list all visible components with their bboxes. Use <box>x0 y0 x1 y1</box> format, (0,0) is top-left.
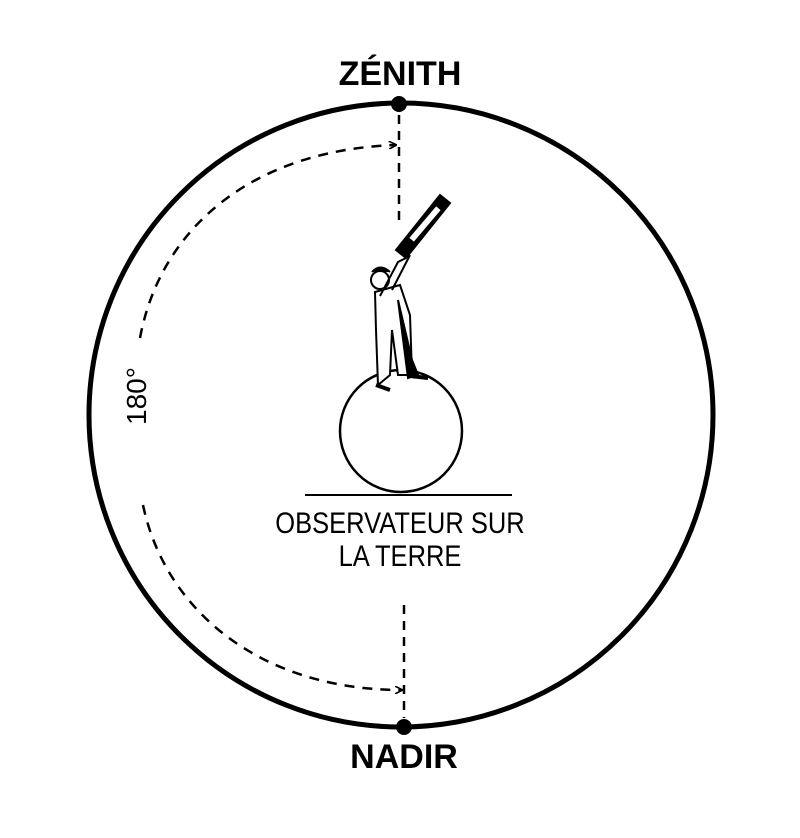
observer-with-telescope-icon <box>370 193 452 392</box>
earth <box>338 368 464 494</box>
observer-label-line1: OBSERVATEUR SUR <box>275 507 525 540</box>
nadir-label: NADIR <box>350 738 458 776</box>
zenith-label: ZÉNITH <box>338 55 462 93</box>
upper-arc-arrow <box>138 145 396 339</box>
nadir-point <box>396 719 412 735</box>
celestial-sphere <box>86 100 716 730</box>
zenith-point <box>391 96 407 112</box>
angle-label: 180° <box>120 367 152 425</box>
lower-arc-arrow <box>141 504 402 690</box>
observer-label-line2: LA TERRE <box>338 540 462 573</box>
